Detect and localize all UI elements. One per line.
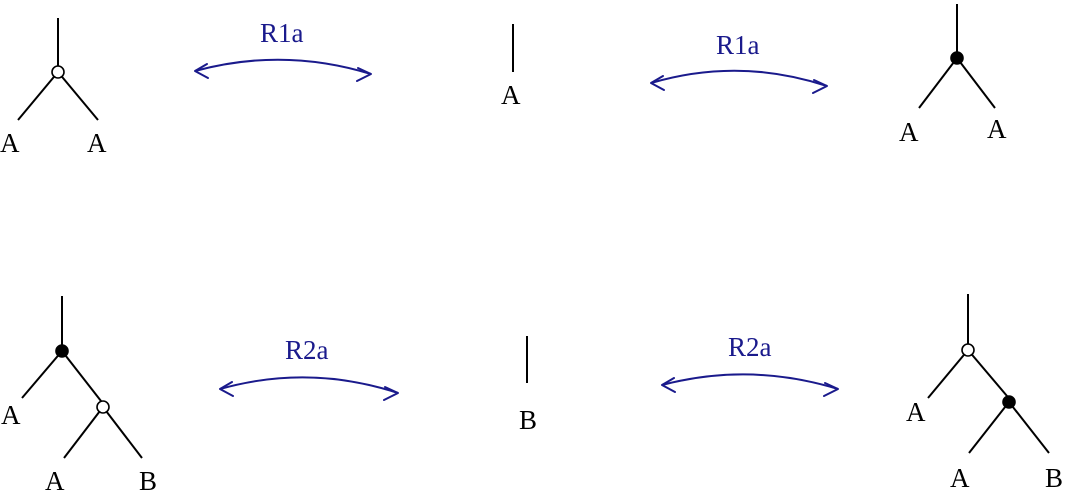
tree-4-leaf-3: B xyxy=(139,466,157,492)
tree-1: A A xyxy=(0,18,107,158)
relation-1: R1a xyxy=(194,18,372,82)
relation-1-head-right xyxy=(356,67,372,82)
tree-3-leaf-1: A xyxy=(899,117,919,147)
tree-3-left-edge xyxy=(918,57,958,109)
tree-3-filled-node xyxy=(950,51,964,65)
tree-6-leaf-2: A xyxy=(950,463,970,492)
tree-6-inner-right-edge xyxy=(1008,401,1050,454)
tree-4-open-node xyxy=(96,400,110,414)
tree-3-leaf-2: A xyxy=(987,114,1007,144)
relation-4-arrow xyxy=(661,373,839,390)
relation-2-head-right xyxy=(812,79,828,94)
tree-1-right-edge xyxy=(57,71,99,121)
tree-6-leaf-3: B xyxy=(1045,463,1063,492)
tree-6-open-node xyxy=(961,343,975,357)
relation-4-head-left xyxy=(661,377,676,393)
relation-2-head-left xyxy=(650,75,665,91)
tree-1-left-edge xyxy=(17,71,59,121)
relation-4-head-right xyxy=(823,382,839,397)
tree-6-left-edge xyxy=(927,349,969,399)
tree-3-right-edge xyxy=(956,57,996,109)
relation-3-arrow xyxy=(219,376,399,394)
tree-6: A A B xyxy=(906,294,1063,492)
relation-4-label: R2a xyxy=(728,332,772,362)
relation-1-arrow xyxy=(194,58,372,75)
tree-4-filled-node xyxy=(55,344,69,358)
relation-4: R2a xyxy=(661,332,839,397)
tree-1-leaf-1: A xyxy=(0,128,20,158)
tree-3: A A xyxy=(899,4,1007,147)
tree-1-leaf-2: A xyxy=(87,128,107,158)
tree-6-right-edge xyxy=(967,349,1008,397)
relation-1-label: R1a xyxy=(260,18,304,48)
relation-1-head-left xyxy=(194,63,209,79)
relation-3: R2a xyxy=(219,335,399,401)
tree-4-left-edge xyxy=(21,350,63,399)
tree-4-inner-left-edge xyxy=(63,406,104,459)
tree-4-leaf-2: A xyxy=(45,466,65,492)
relation-3-head-left xyxy=(219,381,234,397)
tree-4-leaf-1: A xyxy=(1,400,21,430)
relation-2-arrow xyxy=(650,69,828,87)
tree-5-leaf-1: B xyxy=(519,405,537,435)
relation-3-label: R2a xyxy=(285,335,329,365)
relation-2: R1a xyxy=(650,30,828,94)
relation-3-head-right xyxy=(383,386,399,401)
tree-2-leaf-1: A xyxy=(501,80,521,110)
tree-4-right-edge xyxy=(61,350,102,402)
relation-2-label: R1a xyxy=(716,30,760,60)
tree-2: A xyxy=(501,24,521,110)
tree-6-leaf-1: A xyxy=(906,397,926,427)
tree-6-inner-left-edge xyxy=(968,401,1010,454)
tree-5: B xyxy=(519,336,537,435)
tree-1-open-node xyxy=(51,65,65,79)
tree-4: A A B xyxy=(1,296,157,492)
tree-4-inner-right-edge xyxy=(102,406,143,459)
tree-6-filled-node xyxy=(1002,395,1016,409)
